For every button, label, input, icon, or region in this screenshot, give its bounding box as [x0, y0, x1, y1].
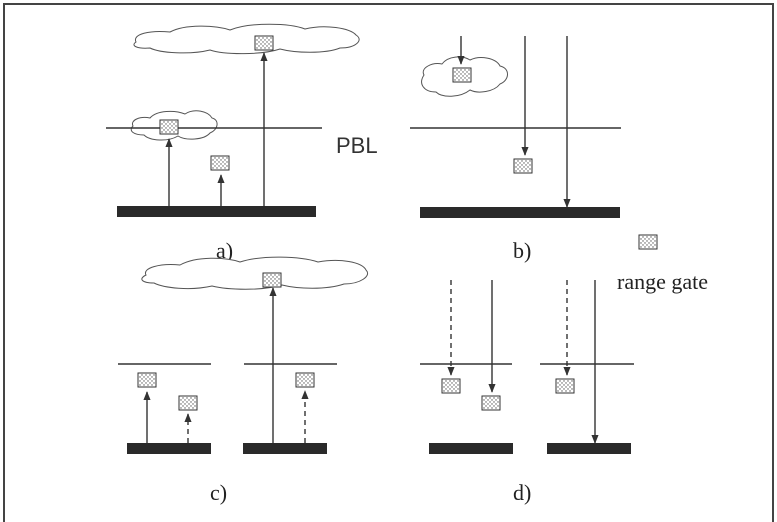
ground-bar	[243, 443, 327, 454]
range-gate-icon	[513, 158, 533, 174]
pbl-label: PBL	[336, 133, 378, 158]
ground-bar	[117, 206, 316, 217]
panel-label-a: a)	[216, 238, 233, 263]
range-gate-icon	[178, 395, 198, 411]
panel-label-d: d)	[513, 480, 531, 505]
range-gate-icon	[295, 372, 315, 388]
range-gate-icon	[159, 119, 179, 135]
panel-a: a)	[106, 23, 360, 263]
ground-bar	[127, 443, 211, 454]
cloud-icon	[141, 256, 368, 290]
range-gate-icon	[481, 395, 501, 411]
range-gate-icon	[452, 67, 472, 83]
range-gate-icon	[262, 272, 282, 288]
figure-frame	[3, 3, 774, 522]
panel-label-c: c)	[210, 480, 227, 505]
panel-label-b: b)	[513, 238, 531, 263]
ground-bar	[420, 207, 620, 218]
range-gate-icon	[441, 378, 461, 394]
range-gate-icon	[210, 155, 230, 171]
range-gate-icon	[137, 372, 157, 388]
legend-range-gate-label: range gate	[617, 269, 708, 294]
panel-d: d)	[420, 280, 634, 505]
panel-c: c)	[118, 256, 368, 505]
range-gate-icon	[638, 234, 658, 250]
cloud-icon	[133, 23, 360, 55]
ground-bar	[547, 443, 631, 454]
range-gate-icon	[254, 35, 274, 51]
legend: range gate	[617, 234, 708, 294]
range-gate-icon	[555, 378, 575, 394]
panel-b: b)	[410, 36, 621, 263]
ground-bar	[429, 443, 513, 454]
